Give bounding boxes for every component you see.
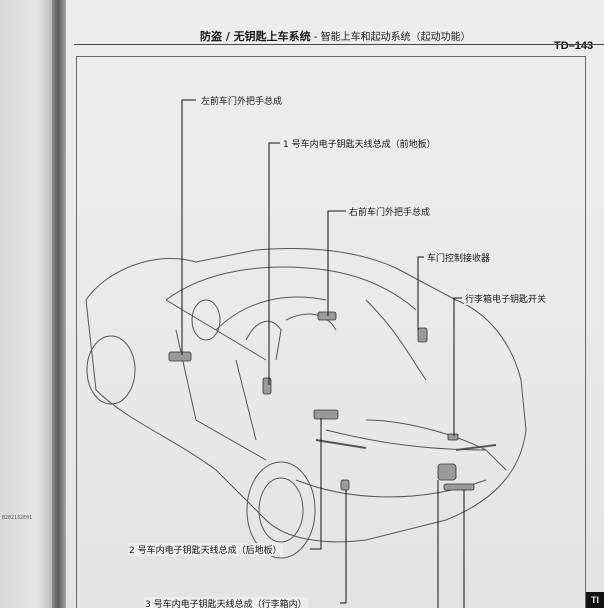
callout-door-control-receiver: 车门控制接收器 bbox=[426, 251, 492, 264]
page-title: 防盗 / 无钥匙上车系统-智能上车和起动系统（起动功能） bbox=[200, 28, 471, 44]
section-edge-tab: TI bbox=[586, 592, 604, 608]
callout-antenna-trunk: 3 号车内电子钥匙天线总成（行李箱内） bbox=[144, 597, 308, 608]
callout-front-left-door-handle: 左前车门外把手总成 bbox=[200, 94, 284, 107]
subsection-title: 智能上车和起动系统（起动功能） bbox=[320, 32, 471, 43]
page-header: 防盗 / 无钥匙上车系统-智能上车和起动系统（起动功能） TD–143 bbox=[66, 12, 604, 52]
figure-code: B202132E01 bbox=[2, 515, 33, 521]
callout-front-right-door-handle: 右前车门外把手总成 bbox=[348, 205, 432, 218]
manual-page: 防盗 / 无钥匙上车系统-智能上车和起动系统（起动功能） TD–143 bbox=[66, 0, 604, 608]
page-number: TD–143 bbox=[554, 40, 594, 52]
figure-frame bbox=[76, 56, 586, 608]
book-gutter bbox=[52, 0, 66, 608]
section-title: 防盗 / 无钥匙上车系统 bbox=[200, 30, 311, 43]
header-rule bbox=[74, 44, 604, 45]
vehicle-illustration bbox=[85, 99, 527, 608]
callout-trunk-key-switch: 行李箱电子钥匙开关 bbox=[464, 292, 548, 305]
left-page-edge: B202132E01 bbox=[0, 0, 52, 608]
callout-antenna-rear-floor: 2 号车内电子钥匙天线总成（后地板） bbox=[128, 543, 283, 556]
title-separator: - bbox=[313, 30, 318, 43]
callout-antenna-front-floor: 1 号车内电子钥匙天线总成（前地板） bbox=[282, 137, 437, 150]
